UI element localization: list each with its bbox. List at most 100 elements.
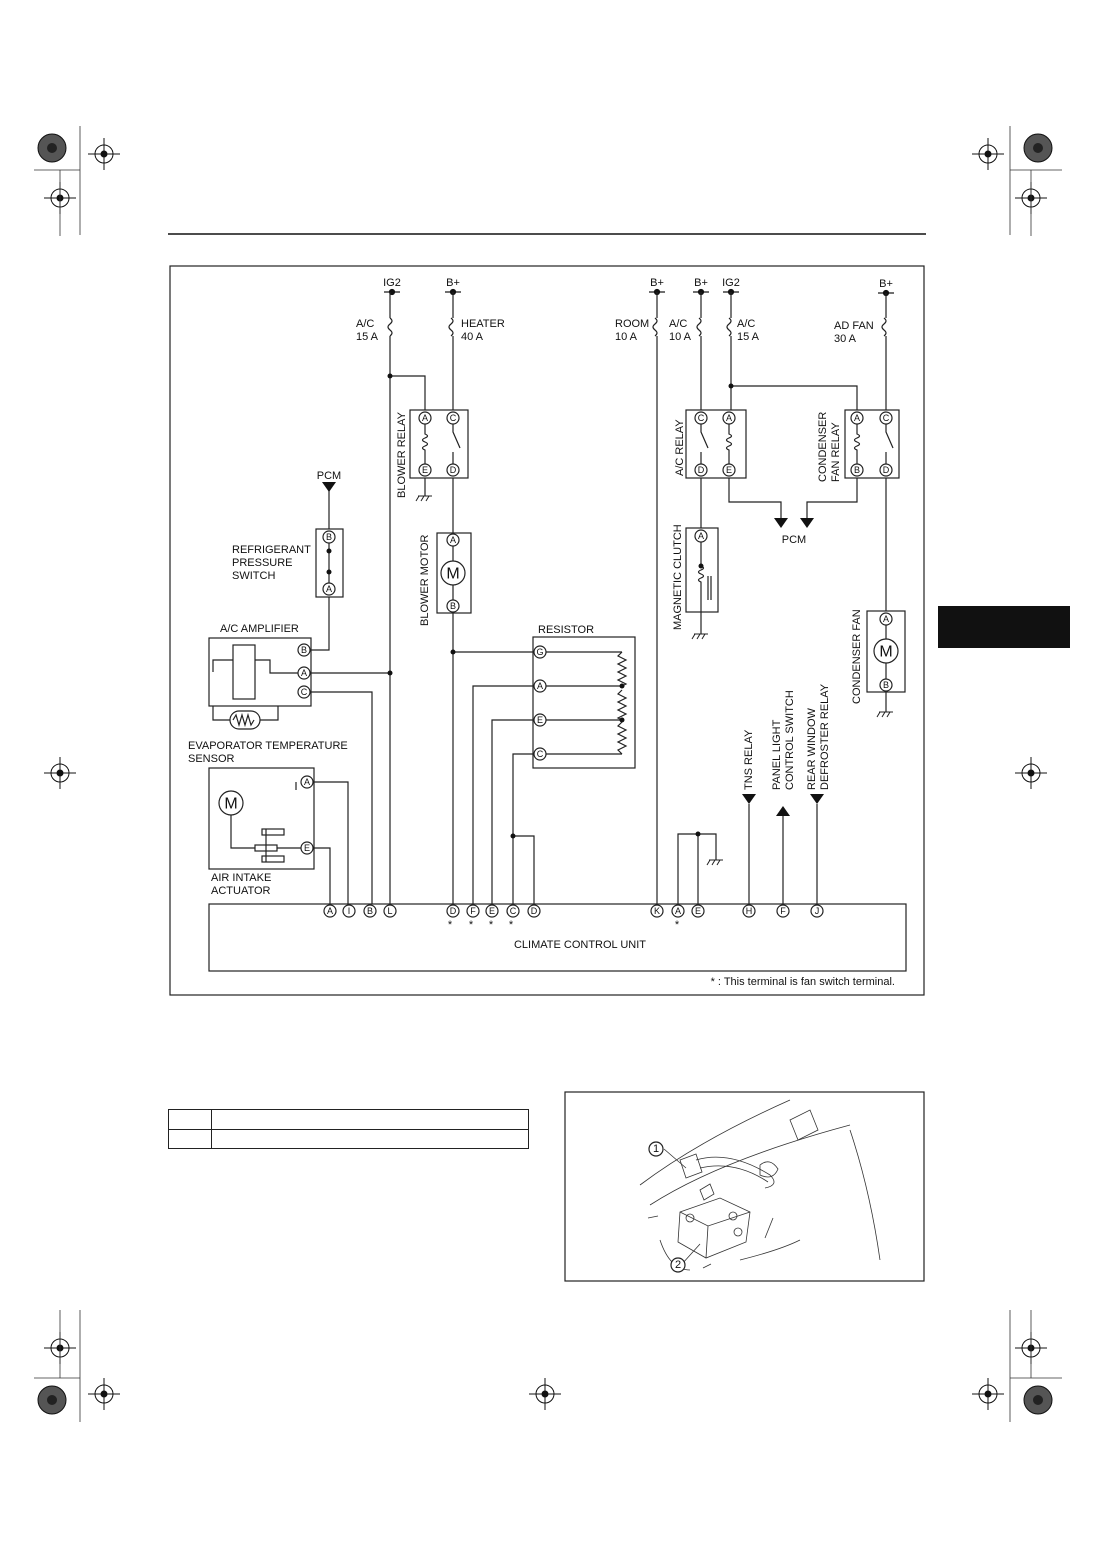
svg-text:C: C — [537, 749, 544, 759]
svg-text:B: B — [450, 601, 456, 611]
illustration-callouts: 1 2 — [648, 1141, 686, 1273]
pcm-outputs: PCM — [774, 518, 814, 546]
fuse-heater-name: HEATER — [461, 318, 505, 330]
ccu-terminal-label: A — [327, 906, 333, 916]
ccu-terminal — [810, 904, 824, 918]
ccu-terminal — [776, 904, 790, 918]
fuse-heater-rating: 40 A — [461, 331, 484, 343]
svg-text:B: B — [854, 465, 860, 475]
fuses: A/C 15 A HEATER 40 A ROOM 10 A A/C 10 A … — [356, 317, 887, 345]
ccu-terminal-label: A — [675, 906, 681, 916]
ccu-terminal — [323, 904, 337, 918]
table-row — [168, 1128, 529, 1149]
supply-ig2-left: IG2 — [383, 277, 401, 289]
svg-text:B: B — [883, 680, 889, 690]
fuse-ac-right-name: A/C — [737, 318, 755, 330]
svg-text:SENSOR: SENSOR — [188, 753, 235, 765]
rear-defroster-label-2: DEFROSTER RELAY — [819, 683, 831, 790]
ccu-terminal-label: L — [387, 906, 392, 916]
svg-text:A: A — [326, 584, 332, 594]
svg-text:REFRIGERANT: REFRIGERANT — [232, 544, 311, 556]
reference-table — [168, 1109, 529, 1149]
fuse-adfan-rating: 30 A — [834, 333, 857, 345]
ac-amplifier-label: A/C AMPLIFIER — [220, 623, 299, 635]
svg-text:ACTUATOR: ACTUATOR — [211, 885, 271, 897]
ccu-terminal — [363, 904, 377, 918]
section-tab — [938, 606, 1070, 648]
pcm-top-label: PCM — [317, 470, 341, 482]
condenser-relay-label-2: FAN RELAY — [830, 422, 842, 482]
ccu-terminal-label: E — [489, 906, 495, 916]
fuse-ac-right-rating: 15 A — [737, 331, 760, 343]
condenser-fan-relay: A C B D CONDENSER FAN RELAY — [817, 409, 900, 482]
ccu-terminal — [383, 904, 397, 918]
svg-text:A: A — [301, 668, 307, 678]
ccu-terminal — [466, 904, 480, 918]
supply-bplus-room: B+ — [650, 277, 664, 289]
svg-text:M: M — [879, 644, 892, 661]
ccu-terminal — [342, 904, 356, 918]
condenser-relay-label-1: CONDENSER — [817, 412, 829, 482]
fuse-room-name: ROOM — [615, 318, 649, 330]
svg-text:C: C — [883, 413, 890, 423]
blower-relay: A C E D BLOWER RELAY — [396, 409, 469, 498]
ccu-terminal-label: J — [815, 906, 820, 916]
svg-text:B: B — [301, 645, 307, 655]
blower-motor-label: BLOWER MOTOR — [419, 534, 431, 626]
panel-light-label-1: PANEL LIGHT — [771, 719, 783, 790]
svg-text:E: E — [726, 465, 732, 475]
svg-text:A: A — [450, 535, 456, 545]
svg-text:A: A — [726, 413, 732, 423]
signal-connections: TNS RELAY PANEL LIGHT CONTROL SWITCH REA… — [742, 683, 831, 816]
svg-text:M: M — [446, 566, 459, 583]
magnetic-clutch-label: MAGNETIC CLUTCH — [672, 524, 684, 630]
ccu-terminal-label: F — [780, 906, 786, 916]
supply-bplus-heater: B+ — [446, 277, 460, 289]
svg-text:E: E — [537, 715, 543, 725]
blower-relay-label: BLOWER RELAY — [396, 411, 408, 498]
svg-text:A: A — [304, 777, 310, 787]
svg-text:*: * — [675, 919, 680, 931]
fuse-room-rating: 10 A — [615, 331, 638, 343]
ccu-terminal — [742, 904, 756, 918]
refrigerant-pressure-switch: PCM B A REFRIGERANT PRESSURE SWITCH — [232, 470, 344, 598]
panel-light-label-2: CONTROL SWITCH — [784, 690, 796, 790]
fuse-ac-left-name: A/C — [356, 318, 374, 330]
svg-text:D: D — [883, 465, 890, 475]
pcm-bottom-label: PCM — [782, 534, 806, 546]
ccu-terminal — [527, 904, 541, 918]
svg-text:G: G — [536, 647, 543, 657]
svg-text:*: * — [489, 919, 494, 931]
svg-text:EVAPORATOR TEMPERATURE: EVAPORATOR TEMPERATURE — [188, 740, 348, 752]
rear-defroster-label-1: REAR WINDOW — [806, 708, 818, 791]
svg-text:B: B — [326, 532, 332, 542]
svg-text:*: * — [509, 919, 514, 931]
ccu-terminal — [650, 904, 664, 918]
ccu-terminal-label: C — [510, 906, 517, 916]
fuse-adfan-name: AD FAN — [834, 320, 874, 332]
svg-text:A: A — [537, 681, 543, 691]
svg-text:A: A — [422, 413, 428, 423]
ccu-terminal — [506, 904, 520, 918]
fuse-ac-left-rating: 15 A — [356, 331, 379, 343]
svg-text:*: * — [469, 919, 474, 931]
svg-text:C: C — [301, 687, 308, 697]
actuator-illustration — [639, 1099, 881, 1271]
ac-relay: C A D E A/C RELAY — [674, 409, 747, 479]
illustration-frame — [564, 1091, 925, 1282]
resistor-label: RESISTOR — [538, 624, 594, 636]
ccu-terminal-label: D — [531, 906, 538, 916]
ccu-terminal — [691, 904, 705, 918]
ccu-terminal-label: B — [367, 906, 373, 916]
svg-text:A: A — [883, 614, 889, 624]
tns-relay-label: TNS RELAY — [743, 729, 755, 790]
svg-text:C: C — [698, 413, 705, 423]
ac-amplifier: A/C AMPLIFIER B A C EVAPORATOR TEMPERATU… — [188, 623, 348, 765]
crop-marks — [34, 126, 1062, 1422]
ccu-terminal — [485, 904, 499, 918]
fuse-ac-mid-name: A/C — [669, 318, 687, 330]
air-intake-actuator: A E M AIR INTAKE ACTUATOR — [208, 767, 315, 897]
condenser-fan-label: CONDENSER FAN — [851, 609, 863, 704]
